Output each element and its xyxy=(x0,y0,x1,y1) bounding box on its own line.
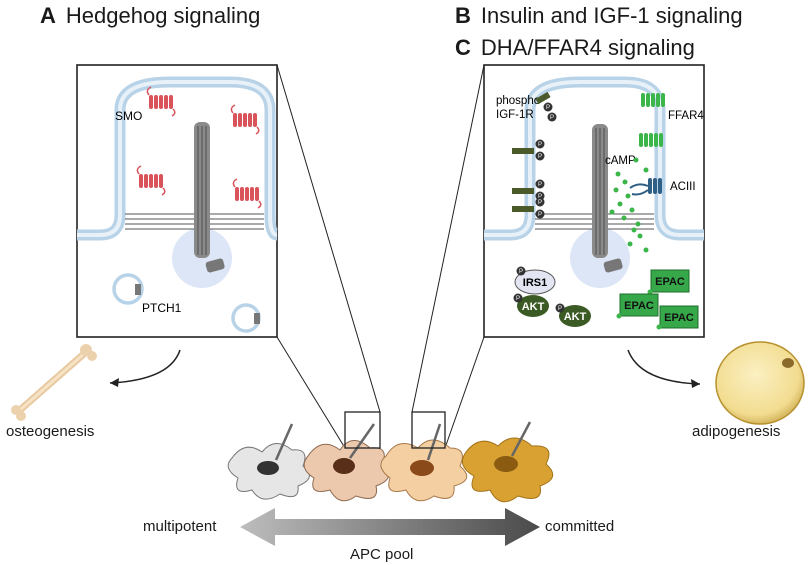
panel-a-letter: A xyxy=(40,3,56,28)
igf1r-receptor-3 xyxy=(512,179,545,201)
camp-label: cAMP xyxy=(605,155,636,167)
epac-protein-2: EPAC xyxy=(616,293,659,319)
panel-b-heading: B Insulin and IGF-1 signaling xyxy=(455,3,743,29)
adipocyte-illustration xyxy=(715,341,805,425)
akt-protein-1: AKT xyxy=(513,293,549,317)
apc-pool-label: APC pool xyxy=(350,546,414,563)
multipotent-label: multipotent xyxy=(143,518,217,535)
apc-cell-multipotent xyxy=(227,423,310,500)
osteogenesis-label: osteogenesis xyxy=(6,423,95,440)
right-centriole xyxy=(603,258,623,273)
right-cilium-membrane-inner xyxy=(484,80,704,237)
left-inset-frame xyxy=(76,64,278,338)
bone-illustration xyxy=(11,344,97,421)
osteogenesis-arrow xyxy=(109,349,181,384)
epac-protein-3: EPAC xyxy=(656,305,699,330)
ptch1-vesicle-left xyxy=(112,273,144,305)
aciii-enzyme xyxy=(629,178,662,196)
zoom-lines-left xyxy=(276,64,381,449)
adipogenesis-arrow xyxy=(627,349,701,385)
irs1-protein: IRS1 xyxy=(514,266,556,295)
epac-protein-1: EPAC xyxy=(647,269,690,295)
panel-a-heading: A Hedgehog signaling xyxy=(40,3,260,29)
camp-molecules xyxy=(609,157,649,253)
svg-text:AKT: AKT xyxy=(564,311,587,323)
panel-a-title: Hedgehog signaling xyxy=(65,3,261,28)
right-axoneme xyxy=(592,124,608,258)
svg-text:IRS1: IRS1 xyxy=(523,277,547,289)
adipogenesis-arrowhead xyxy=(691,379,700,388)
phospho-label: phospho xyxy=(496,95,540,107)
apc-cell-3 xyxy=(380,423,468,502)
apc-cell-committed xyxy=(461,421,554,503)
zoom-lines-right xyxy=(411,64,485,449)
svg-text:AKT: AKT xyxy=(522,301,545,313)
left-centriole xyxy=(205,258,225,273)
left-axoneme xyxy=(194,122,210,258)
svg-text:EPAC: EPAC xyxy=(655,276,685,288)
zoom-box-left xyxy=(344,411,381,449)
igf1r-label: IGF-1R xyxy=(496,109,534,121)
zoom-box-right xyxy=(411,411,446,449)
panel-c-heading: C DHA/FFAR4 signaling xyxy=(455,35,695,61)
apc-pool-gradient-arrow xyxy=(240,508,540,546)
ptch1-vesicle-right xyxy=(231,303,261,333)
apc-cell-2 xyxy=(303,423,390,502)
ptch1-label: PTCH1 xyxy=(142,301,182,315)
igf1r-receptor-4 xyxy=(512,197,545,219)
aciii-label: ACIII xyxy=(670,181,696,193)
adipogenesis-label: adipogenesis xyxy=(692,423,781,440)
osteogenesis-arrowhead xyxy=(110,378,119,387)
svg-text:EPAC: EPAC xyxy=(624,300,654,312)
igf1r-receptor-2 xyxy=(512,139,545,161)
smo-label: SMO xyxy=(115,109,142,123)
ffar4-receptor-top xyxy=(641,93,665,107)
panel-c-letter: C xyxy=(455,35,471,60)
ffar4-receptor-mid xyxy=(639,133,663,147)
akt-protein-2: AKT xyxy=(555,303,591,327)
panel-c-title: DHA/FFAR4 signaling xyxy=(480,35,695,60)
panel-b-letter: B xyxy=(455,3,471,28)
committed-label: committed xyxy=(545,518,615,535)
panel-b-title: Insulin and IGF-1 signaling xyxy=(480,3,743,28)
igf1r-receptor-top xyxy=(535,91,557,122)
ffar4-label: FFAR4 xyxy=(668,110,704,122)
svg-text:EPAC: EPAC xyxy=(664,312,694,324)
left-cilium-membrane-inner xyxy=(77,80,278,237)
